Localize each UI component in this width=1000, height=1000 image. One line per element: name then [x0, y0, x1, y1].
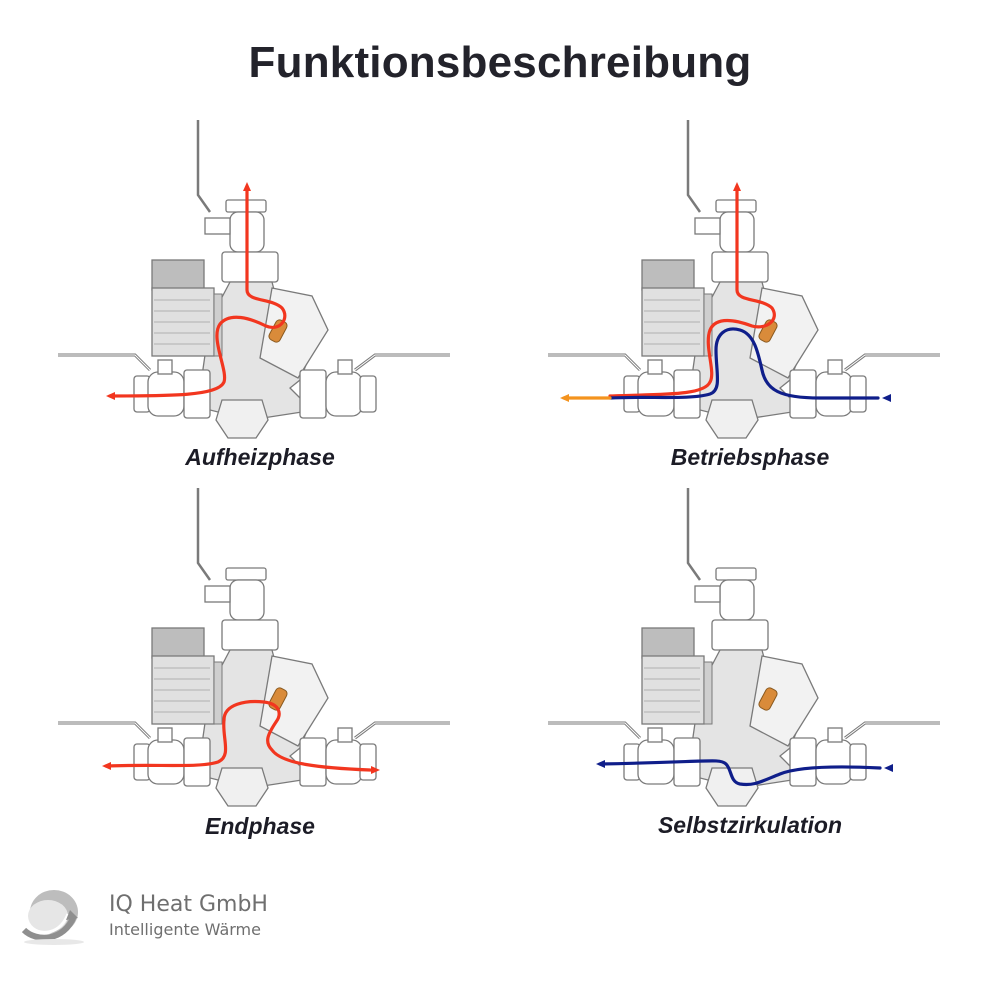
flow-arrow-left [596, 760, 605, 768]
flow-arrow-right-inlet [882, 394, 891, 402]
valve-assembly [58, 488, 450, 807]
flow-cold [598, 759, 882, 787]
top-port [715, 567, 757, 581]
valve-diagram [548, 120, 940, 439]
pump-flange [213, 661, 223, 725]
flow-arrow-inlet [884, 764, 893, 772]
left-valve-stem [157, 359, 173, 375]
top-handle [196, 488, 212, 581]
flow-hot [608, 186, 776, 398]
panel-betriebsphase: Betriebsphase [540, 120, 960, 480]
top-handle [686, 488, 702, 581]
valve-assembly [58, 120, 450, 439]
panel-caption: Aufheizphase [185, 444, 335, 470]
right-union [299, 369, 327, 419]
top-ball-valve [719, 579, 755, 621]
right-ball-valve [815, 371, 853, 417]
right-ball-valve [325, 371, 363, 417]
flow-arrow-left [106, 392, 115, 400]
panel-aufheizphase: Aufheizphase [50, 120, 470, 480]
panel-caption: Endphase [205, 813, 315, 839]
left-valve-stem [157, 727, 173, 743]
right-valve-stem [827, 727, 843, 743]
flow-hot-right [222, 699, 372, 772]
pump-motor-head [641, 627, 695, 659]
valve-diagram [548, 488, 940, 807]
right-port [849, 743, 867, 781]
top-union [221, 251, 279, 283]
pump-flange [703, 661, 713, 725]
top-ball-valve [229, 579, 265, 621]
check-valve [215, 767, 269, 807]
right-port [359, 375, 377, 413]
thermostat-housing [749, 287, 819, 379]
flow-hot-left [104, 718, 228, 768]
flow-hot [108, 186, 287, 398]
left-valve-stem [647, 359, 663, 375]
flow-arrow-up [733, 182, 741, 191]
flow-arrow-left [560, 394, 569, 402]
check-valve [705, 767, 759, 807]
panel-caption: Betriebsphase [670, 444, 830, 470]
thermostat-housing [259, 655, 329, 747]
valve-assembly [548, 120, 940, 439]
panel-endphase: Endphase [50, 488, 470, 848]
left-handle [548, 721, 642, 740]
thermostat-housing [259, 287, 329, 379]
panel-caption: Selbstzirkulation [657, 812, 843, 838]
top-port [225, 567, 267, 581]
pump-motor-head [151, 627, 205, 659]
thermostat-core [758, 687, 778, 711]
right-valve-stem [337, 727, 353, 743]
thermostat-housing [749, 655, 819, 747]
top-valve-stem [694, 217, 721, 235]
flow-arrow-left [102, 762, 111, 770]
pump-motor-head [641, 259, 695, 291]
top-handle [686, 120, 702, 213]
left-ball-valve [147, 739, 185, 785]
right-valve-stem [827, 359, 843, 375]
left-handle [58, 353, 152, 372]
right-valve-stem [337, 359, 353, 375]
flow-cold [608, 327, 880, 400]
page-title: Funktionsbeschreibung [248, 38, 752, 87]
top-union [711, 251, 769, 283]
right-union [789, 737, 817, 787]
company-logo: IQ Heat GmbH Intelligente Wärme [14, 886, 314, 956]
right-union [789, 369, 817, 419]
swirl-logo-icon [21, 890, 84, 945]
pump-motor-head [151, 259, 205, 291]
right-handle [354, 721, 450, 740]
valve-diagram [58, 120, 450, 439]
valve-assembly [548, 488, 940, 807]
left-handle [58, 721, 152, 740]
left-valve-stem [647, 727, 663, 743]
top-valve-stem [204, 585, 231, 603]
right-port [359, 743, 377, 781]
right-handle [844, 353, 940, 372]
top-union [711, 619, 769, 651]
top-valve-stem [204, 217, 231, 235]
company-tagline: Intelligente Wärme [109, 920, 261, 939]
left-handle [548, 353, 642, 372]
right-handle [844, 721, 940, 740]
top-union [221, 619, 279, 651]
right-union [299, 737, 327, 787]
valve-diagram [58, 488, 450, 807]
check-valve [215, 399, 269, 439]
check-valve [705, 399, 759, 439]
top-valve-stem [694, 585, 721, 603]
right-handle [354, 353, 450, 372]
panel-selbstzirkulation: Selbstzirkulation [540, 488, 960, 848]
flow-arrow-up [243, 182, 251, 191]
right-ball-valve [815, 739, 853, 785]
left-union [183, 737, 211, 787]
company-name: IQ Heat GmbH [109, 892, 268, 917]
right-port [849, 375, 867, 413]
top-handle [196, 120, 212, 213]
flow-arrow-right [371, 766, 380, 774]
right-ball-valve [325, 739, 363, 785]
